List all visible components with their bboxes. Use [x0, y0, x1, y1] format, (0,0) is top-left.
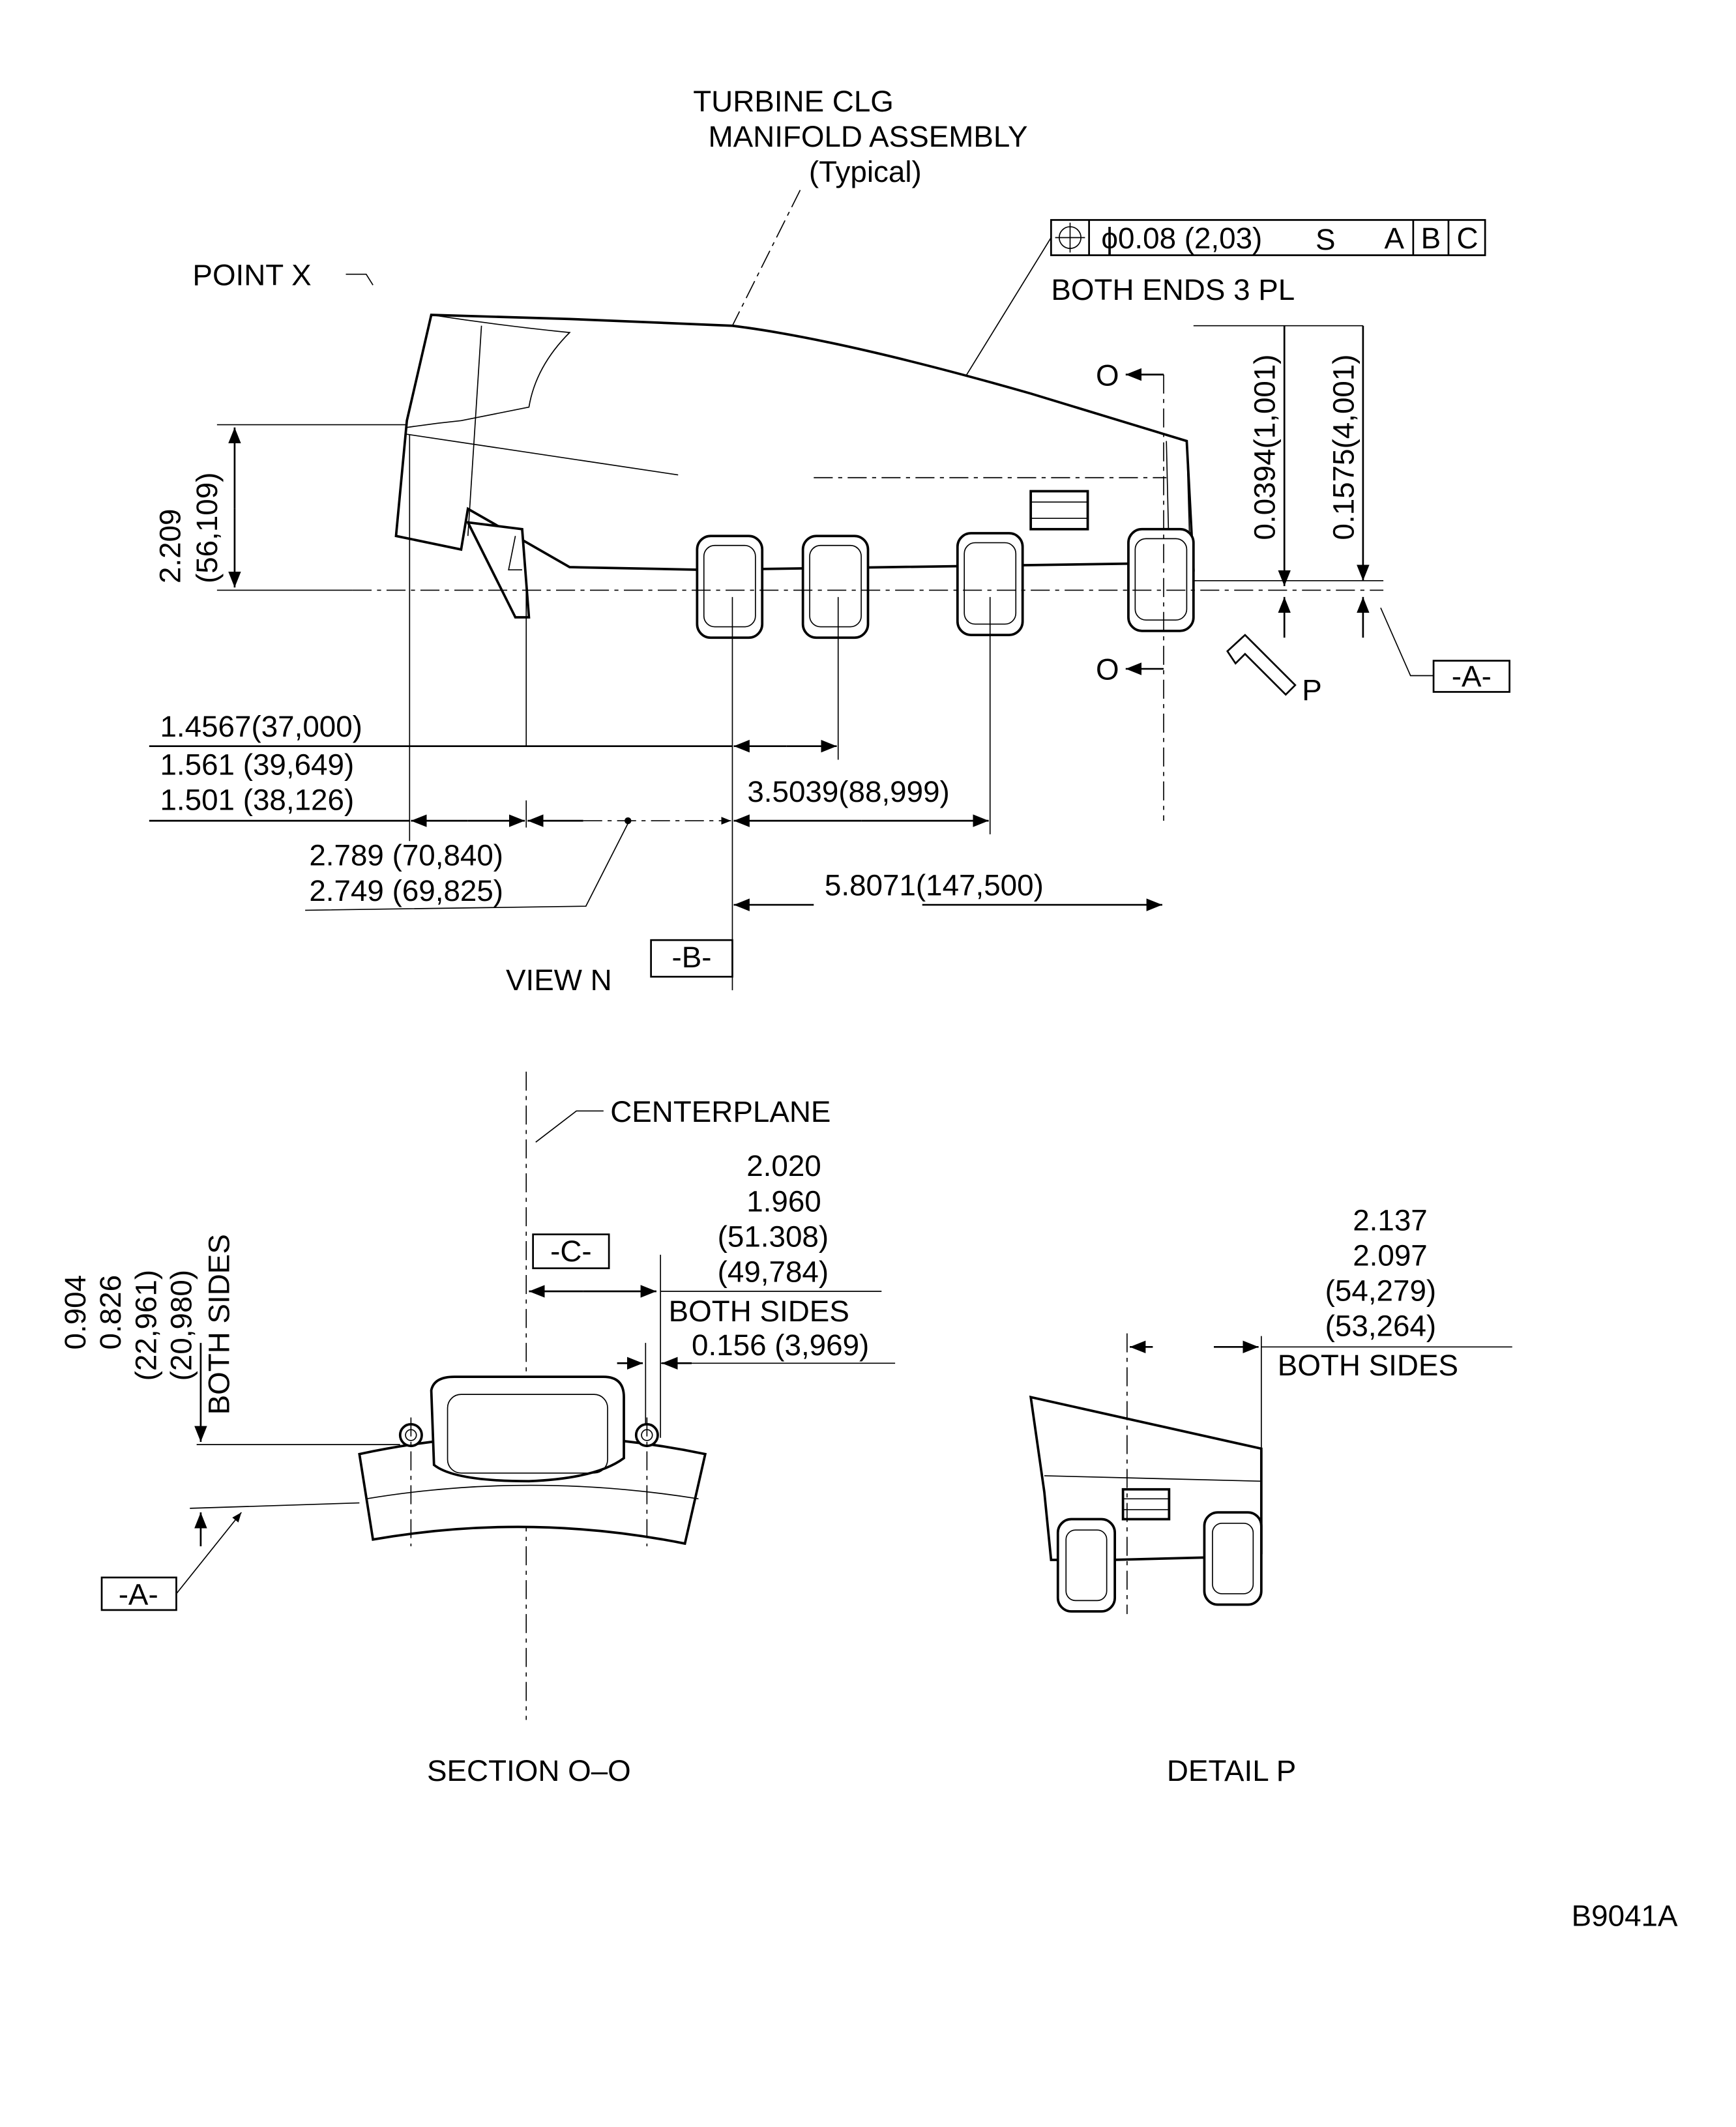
- section-left-dims: 0.904 0.826 (22,961) (20,980) BOTH SIDES: [59, 1234, 236, 1415]
- detail-dim-2137: 2.137: [1353, 1203, 1428, 1237]
- datum-a-box: [1432, 660, 1510, 693]
- fcf-tolerance: ϕ0.08 (2,03): [1101, 222, 1262, 255]
- section-mark-o-bottom: O: [1096, 653, 1119, 686]
- figure-id: B9041A: [1572, 1900, 1678, 1933]
- title-leader: [731, 190, 801, 327]
- position-icon: [1055, 222, 1085, 253]
- section-dim-1960: 1.960: [746, 1184, 821, 1218]
- dim-58071: 5.8071(147,500): [825, 869, 1044, 902]
- section-dim-22961: (22,961): [129, 1270, 162, 1381]
- section-dim-51308: (51.308): [718, 1220, 829, 1253]
- datum-c-box: [532, 1233, 610, 1270]
- port-1: [696, 535, 764, 639]
- datum-b-label: -B-: [672, 941, 712, 974]
- section-dim-0904: 0.904: [59, 1275, 92, 1350]
- section-dim-0156: 0.156 (3,969): [692, 1328, 869, 1362]
- section-both-sides: BOTH SIDES: [669, 1295, 849, 1328]
- section-dim-0826: 0.826: [94, 1275, 127, 1350]
- dim-2209: 2.209: [154, 508, 187, 583]
- dim-1501: 1.501 (38,126): [160, 783, 354, 816]
- point-x-label: POINT X: [192, 258, 311, 291]
- section-dim-20980: (20,980): [164, 1270, 198, 1381]
- datum-c-label: -C-: [550, 1235, 592, 1268]
- dim-1575: 0.1575(4,001): [1327, 354, 1360, 540]
- datum-a-label: -A-: [1452, 660, 1492, 693]
- datum-b-box: [650, 939, 733, 978]
- section-dim-49784: (49,784): [718, 1255, 829, 1288]
- detail-p-view: [1029, 1395, 1263, 1613]
- assembly-title: TURBINE CLG MANIFOLD ASSEMBLY (Typical): [693, 85, 1027, 188]
- dim-56109: (56,109): [190, 473, 224, 583]
- manifold-view-n: [352, 314, 1384, 639]
- title-line-1: TURBINE CLG: [693, 85, 894, 118]
- dim-35039: 3.5039(88,999): [747, 775, 949, 808]
- section-dim-2020: 2.020: [746, 1149, 821, 1182]
- section-datum-a-label: -A-: [119, 1578, 158, 1611]
- dim-2749: 2.749 (69,825): [309, 874, 503, 907]
- title-line-2: MANIFOLD ASSEMBLY: [709, 120, 1028, 153]
- point-x-leader: [346, 273, 374, 286]
- section-datum-a-box: [100, 1576, 177, 1611]
- fcf-datum-c: C: [1457, 222, 1479, 255]
- view-n-label: VIEW N: [506, 963, 612, 997]
- fcf-datum-b: B: [1421, 222, 1441, 255]
- section-label: SECTION O–O: [427, 1754, 631, 1787]
- centerplane-label: CENTERPLANE: [610, 1095, 831, 1128]
- detail-p-arrow-icon: [1226, 634, 1297, 696]
- fcf-datum-a: A: [1384, 222, 1404, 255]
- dim-1561: 1.561 (39,649): [160, 748, 354, 781]
- detail-dim-2097: 2.097: [1353, 1239, 1428, 1272]
- fcf-note: BOTH ENDS 3 PL: [1051, 273, 1295, 306]
- detail-dim-53264: (53,264): [1325, 1310, 1436, 1343]
- port-2: [801, 535, 870, 639]
- detail-p-mark: P: [1302, 673, 1322, 707]
- dim-14567: 1.4567(37,000): [160, 710, 362, 743]
- section-mark-o-top: O: [1096, 359, 1119, 392]
- feature-control-frame: ϕ0.08 (2,03) S A B C: [1050, 219, 1486, 256]
- detail-label: DETAIL P: [1167, 1754, 1296, 1787]
- port-4: [1127, 527, 1195, 632]
- section-o-o-view: [358, 1375, 707, 1547]
- title-line-3: (Typical): [809, 155, 922, 188]
- section-left-both-sides: BOTH SIDES: [203, 1234, 236, 1415]
- dim-2789: 2.789 (70,840): [309, 839, 503, 872]
- detail-both-sides: BOTH SIDES: [1278, 1349, 1458, 1382]
- fcf-modifier: S: [1316, 223, 1336, 256]
- detail-dim-54279: (54,279): [1325, 1274, 1436, 1308]
- dim-0394: 0.0394(1,001): [1248, 354, 1282, 540]
